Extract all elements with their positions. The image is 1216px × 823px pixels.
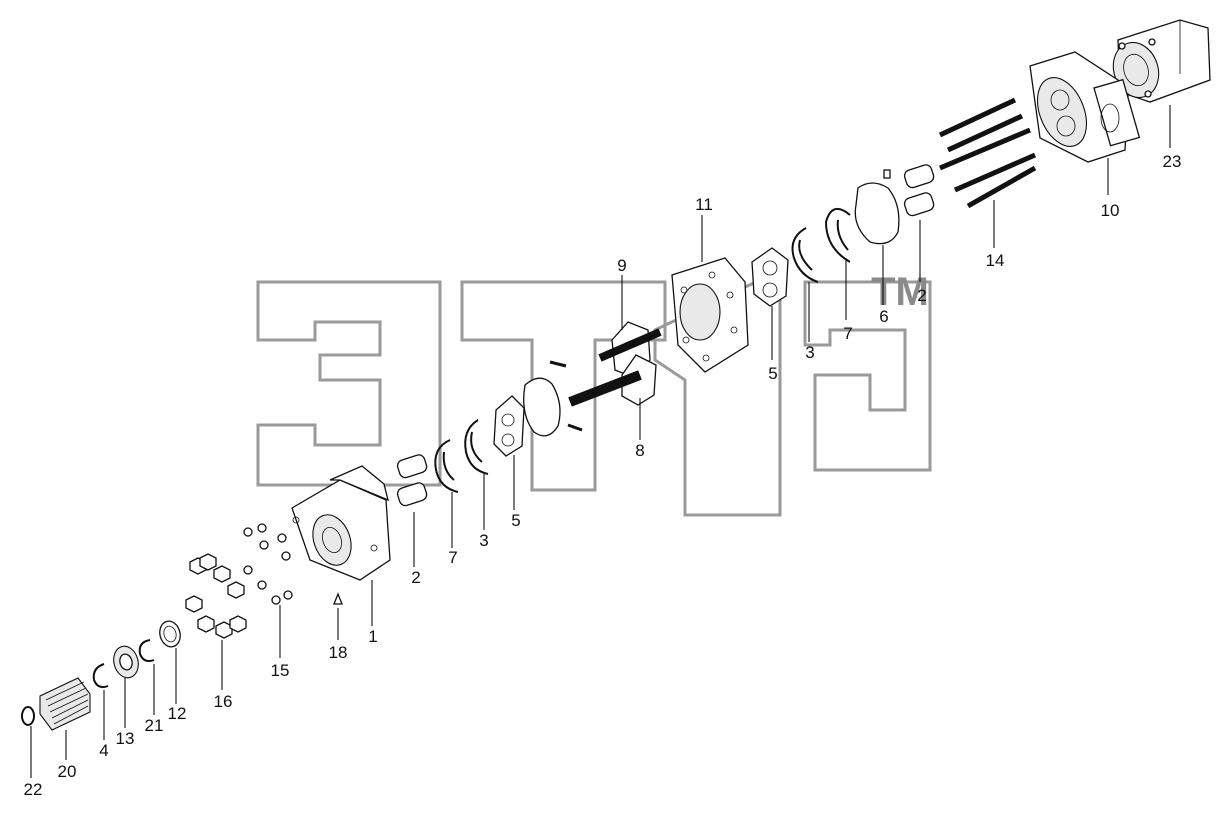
part-15-washers bbox=[243, 523, 293, 605]
part-14-studs bbox=[938, 97, 1037, 209]
label-9: 9 bbox=[617, 256, 626, 275]
label-4: 4 bbox=[99, 741, 108, 760]
part-2-bushings-left bbox=[396, 454, 428, 507]
label-3b: 3 bbox=[805, 343, 814, 362]
label-11: 13 bbox=[116, 729, 135, 748]
label-12: 10 bbox=[1101, 201, 1120, 220]
label-16: 16 bbox=[214, 692, 233, 711]
label-2b: 2 bbox=[917, 286, 926, 305]
label-2a: 2 bbox=[411, 568, 420, 587]
label-7a: 7 bbox=[448, 548, 457, 567]
label-14: 14 bbox=[986, 251, 1005, 270]
part-12-pump-body bbox=[1029, 51, 1141, 163]
label-1: 1 bbox=[368, 627, 377, 646]
leader-lines bbox=[30, 105, 1171, 778]
label-5a: 5 bbox=[511, 511, 520, 530]
part-3-seal-right bbox=[791, 227, 819, 283]
label-23: 23 bbox=[1163, 152, 1182, 171]
label-5b: 5 bbox=[768, 364, 777, 383]
part-22-ring bbox=[21, 706, 35, 726]
label-3a: 3 bbox=[479, 531, 488, 550]
part-5-plate-left bbox=[493, 395, 525, 457]
part-6-gasket bbox=[854, 182, 900, 245]
label-6: 6 bbox=[879, 307, 888, 326]
part-21-retaining-ring bbox=[138, 639, 155, 663]
part-8-shaft bbox=[549, 354, 657, 432]
label-7b: 7 bbox=[843, 324, 852, 343]
label-15: 15 bbox=[271, 661, 290, 680]
label-21: 21 bbox=[145, 716, 164, 735]
part-13-gear-housing bbox=[671, 257, 749, 373]
part-10-seal bbox=[159, 620, 181, 648]
label-10: 12 bbox=[168, 704, 187, 723]
part-7-ring-left bbox=[434, 439, 459, 493]
part-2-bushings-right bbox=[883, 164, 935, 217]
label-18: 18 bbox=[329, 643, 348, 662]
part-20-splined-sleeve bbox=[39, 677, 91, 731]
part-gasket-left bbox=[523, 377, 561, 437]
label-13: 11 bbox=[695, 195, 713, 214]
part-7-ring-right bbox=[824, 207, 851, 263]
label-22: 22 bbox=[24, 780, 43, 799]
part-18-plug bbox=[333, 592, 343, 605]
part-16-nuts bbox=[185, 553, 247, 639]
label-20: 20 bbox=[58, 762, 77, 781]
part-1-flange-housing bbox=[291, 465, 391, 581]
watermark-tm: TM bbox=[871, 270, 929, 314]
part-4-ring bbox=[92, 663, 109, 689]
part-11-bearing bbox=[113, 645, 139, 679]
part-5-plate-right bbox=[751, 247, 789, 307]
part-3-seal-left bbox=[464, 419, 489, 475]
part-23-rear-housing bbox=[1112, 19, 1211, 103]
label-8: 8 bbox=[635, 441, 644, 460]
part-number-labels: 23 10 14 2 6 7 3 5 11 9 8 5 3 7 2 1 18 1… bbox=[24, 152, 1182, 799]
